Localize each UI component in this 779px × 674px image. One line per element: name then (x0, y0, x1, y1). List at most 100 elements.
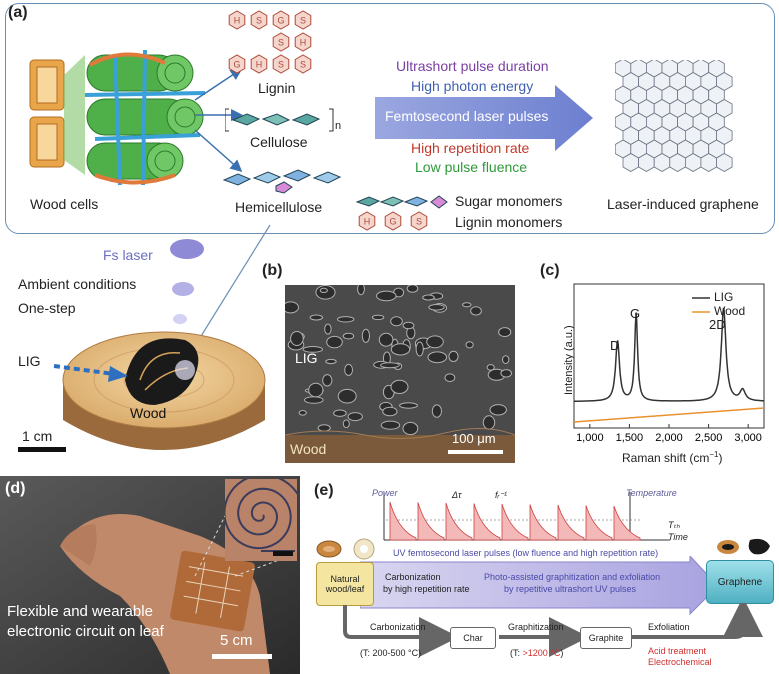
sem-pore (290, 331, 304, 346)
femtosecond-arrow (375, 85, 593, 151)
lig-dashed-arrow (53, 364, 128, 382)
exfoliation-label: Exfoliation (648, 622, 690, 632)
natural-wood-box: Natural wood/leaf (316, 562, 374, 606)
raman-ylabel: Intensity (a.u.) (563, 325, 575, 395)
param-high-photon: High photon energy (411, 78, 534, 94)
spiral-inset (225, 479, 297, 561)
photo-assisted-line-1: Photo-assisted graphitization and exfoli… (484, 572, 661, 582)
sem-pore (498, 327, 512, 338)
legend-unit-letter: G (389, 217, 396, 227)
graphitization-temp: (T: >1200 °C) (510, 648, 563, 658)
graphene-cell (653, 153, 671, 172)
sem-pore (304, 396, 324, 404)
sem-pore (380, 420, 401, 430)
raman-xtick-label: 1,500 (616, 432, 644, 444)
sem-pore (399, 402, 418, 409)
scale-1cm-label: 1 cm (22, 428, 53, 444)
lignin-monomers-label: Lignin monomers (455, 214, 563, 230)
lignin-unit-hex (228, 54, 246, 74)
sem-pore (309, 314, 323, 321)
sem-pore (319, 287, 328, 293)
sem-lig-label: LIG (295, 350, 318, 366)
wood-cells-label: Wood cells (30, 196, 99, 212)
lig-spectrum-line (574, 307, 764, 402)
sem-pore (489, 404, 507, 416)
wood-spectrum-line (574, 407, 764, 423)
sem-image (285, 285, 515, 463)
legend-unit-hex (358, 211, 376, 231)
laser-discs (170, 239, 204, 346)
graphene-cell (700, 153, 717, 172)
sem-pore (426, 335, 444, 349)
graphene-cell (622, 153, 640, 172)
lignin-unit-letter: S (300, 16, 306, 26)
param-high-rep: High repetition rate (411, 140, 530, 156)
wood-disk-label: Wood (130, 405, 167, 421)
graphene-box-label: Graphene (717, 576, 763, 588)
uv-caption: UV femtosecond laser pulses (low fluence… (393, 548, 659, 558)
laser-induced-graphene-label: Laser-induced graphene (607, 196, 759, 212)
sem-pore (406, 285, 419, 293)
lignin-unit-hex (294, 54, 312, 74)
panel-b-letter: (b) (262, 262, 283, 279)
sem-pore (344, 363, 353, 376)
femtosecond-arrow-text: Femtosecond laser pulses (385, 108, 549, 124)
peak-d-label: D (610, 338, 620, 353)
scale-bar-1cm (18, 447, 66, 452)
graphene-cell (716, 153, 733, 172)
laser-pulse (613, 505, 641, 541)
raman-legend-wood: Wood (714, 304, 746, 318)
component-arrows (194, 68, 243, 172)
sem-pore (431, 404, 442, 418)
param-ultrashort: Ultrashort pulse duration (396, 58, 549, 74)
graph-t-suffix: ) (560, 648, 564, 658)
graphene-cell (638, 153, 655, 172)
carbonization-line-1: Carbonization (385, 572, 441, 582)
lignin-unit-letter: H (234, 16, 241, 26)
pulse-train (383, 492, 670, 541)
sem-pore (361, 328, 371, 343)
sem-pore (402, 421, 419, 436)
graphitization-label: Graphitization (508, 622, 564, 632)
fs-laser-label: Fs laser (103, 247, 153, 263)
time-label: Time (668, 532, 688, 542)
sem-pore (462, 302, 472, 308)
sem-pore (371, 314, 385, 321)
sem-pore (444, 373, 456, 382)
raman-xlabel-main: Raman shift (cm (622, 451, 710, 465)
sem-pore (285, 301, 299, 314)
carb-temp: (T: 200-500 °C) (360, 648, 422, 658)
panel-c-letter: (c) (540, 262, 560, 279)
lignin-unit-letter: S (256, 16, 262, 26)
wood-leaf-icons (316, 538, 375, 560)
raman-xtick-label: 2,500 (695, 432, 723, 444)
sem-pore (337, 316, 355, 323)
electrochemical-label: Electrochemical (648, 657, 712, 667)
sem-pore (326, 335, 343, 349)
lig-pointer-label: LIG (18, 353, 41, 369)
fr-label: fᵣ⁻¹ (495, 490, 507, 500)
wood-cells-illustration (29, 49, 206, 186)
lignin-label: Lignin (258, 80, 296, 96)
graph-t-value: >1200 °C (522, 648, 561, 658)
laser-pulse (529, 504, 557, 541)
graphene-box: Graphene (706, 560, 774, 604)
param-low-fluence: Low pulse fluence (415, 159, 528, 175)
hemicellulose-chain (222, 169, 342, 194)
lignin-unit-letter: G (277, 16, 284, 26)
graph-t-prefix: (T: (510, 648, 523, 658)
panel-d-letter: (d) (5, 480, 26, 497)
laser-pulse (585, 505, 613, 541)
lignin-unit-hex (272, 32, 290, 52)
tth-label: Tₜₕ (668, 520, 680, 530)
lignin-unit-letter: S (278, 60, 284, 70)
lignin-unit-hex (228, 10, 246, 30)
sem-pore (302, 346, 323, 353)
char-box: Char (450, 627, 496, 649)
wood-disk (62, 331, 266, 450)
sem-pore (380, 362, 400, 369)
sem-pore (390, 316, 403, 327)
raman-xtick-label: 1,000 (576, 432, 604, 444)
